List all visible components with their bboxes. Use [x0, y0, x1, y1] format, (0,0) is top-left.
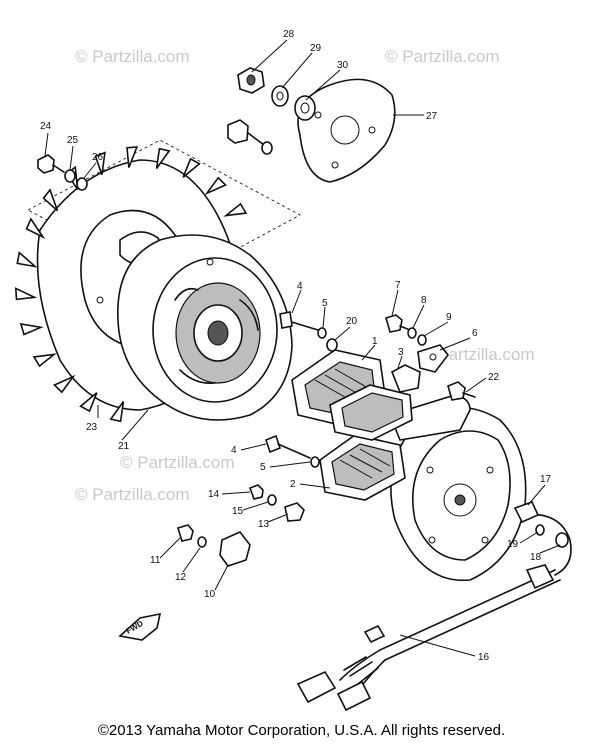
breaker-arm-part-6	[417, 344, 450, 373]
callout-2: 2	[290, 479, 296, 490]
screw-part-4-upper	[279, 311, 319, 331]
screw-part-19	[535, 524, 545, 536]
forward-direction-arrow: FWD	[118, 612, 162, 641]
callout-16: 16	[478, 652, 490, 663]
fan-fin	[42, 188, 59, 212]
callout-7: 7	[395, 280, 401, 291]
screw-part-14	[248, 484, 264, 500]
copyright-notice: ©2013 Yamaha Motor Corporation, U.S.A. A…	[97, 722, 506, 739]
callout-11: 11	[150, 555, 161, 566]
callout-9: 9	[446, 312, 452, 323]
washer-part-26	[76, 177, 88, 191]
callout-28: 28	[283, 29, 295, 40]
callout-30: 30	[337, 60, 349, 71]
fan-fin	[204, 176, 228, 196]
condenser-part-10	[219, 531, 251, 567]
callout-29: 29	[310, 43, 322, 54]
watermark-center: © Partzilla.com	[120, 453, 235, 472]
fan-fin	[94, 151, 106, 176]
fan-fin	[109, 401, 125, 423]
callout-20: 20	[346, 316, 358, 327]
callout-13: 13	[258, 519, 270, 530]
fan-fin	[155, 147, 171, 169]
callout-22: 22	[488, 372, 500, 383]
callout-8: 8	[421, 295, 427, 306]
washer-part-9	[417, 334, 427, 346]
washer-part-8	[407, 327, 417, 339]
flywheel-rotor-part-21	[117, 234, 293, 421]
callout-6: 6	[472, 328, 478, 339]
clip-part-17	[513, 501, 540, 524]
callout-5-lower: 5	[260, 462, 266, 473]
watermark-top-left: © Partzilla.com	[75, 47, 190, 66]
coil-assembly-part-2	[319, 384, 413, 501]
screw-part-24	[37, 154, 65, 174]
screw-part-4-lower	[265, 434, 311, 459]
screw-part-22	[447, 381, 476, 401]
callout-17: 17	[540, 474, 552, 485]
callout-labels: 28 29 30 27 24 25 26 4 5 20 7 8 9 6 1 3 …	[40, 29, 552, 663]
stator-plate	[388, 394, 527, 582]
bolt-near-gasket	[227, 119, 273, 155]
fan-fin	[223, 202, 248, 217]
watermark-bottom-left: © Partzilla.com	[75, 485, 190, 504]
fan-fin	[79, 392, 98, 413]
callout-4-upper: 4	[297, 281, 303, 292]
watermark-top-right: © Partzilla.com	[385, 47, 500, 66]
lock-washer-part-29	[271, 85, 289, 107]
leader-lines	[44, 39, 561, 657]
washer-part-20	[326, 338, 338, 352]
callout-24: 24	[40, 121, 52, 132]
screw-part-7	[385, 314, 411, 333]
callout-1: 1	[372, 336, 378, 347]
callout-19: 19	[507, 539, 519, 550]
callout-15: 15	[232, 506, 244, 517]
fan-fin	[126, 146, 139, 168]
washer-part-12	[197, 536, 207, 548]
nut-part-28	[237, 67, 265, 94]
screw-part-11	[176, 524, 194, 542]
callout-12: 12	[175, 572, 187, 583]
contact-breaker-part-3	[390, 364, 421, 393]
fan-fin	[52, 374, 76, 394]
gasket-plate-part-27	[297, 78, 396, 183]
callout-23: 23	[86, 422, 98, 433]
fan-fin	[32, 353, 57, 368]
callout-3: 3	[398, 347, 404, 358]
callout-14: 14	[208, 489, 220, 500]
callout-4-lower: 4	[231, 445, 237, 456]
clamp-part-13	[284, 502, 305, 522]
washer-part-25	[64, 169, 76, 183]
fan-fin	[25, 217, 46, 240]
fan-fin	[16, 251, 38, 268]
washer-part-30	[294, 95, 316, 121]
callout-5-upper: 5	[322, 298, 328, 309]
callout-27: 27	[426, 111, 438, 122]
callout-10: 10	[204, 589, 216, 600]
callout-21: 21	[118, 441, 130, 452]
grommet-part-18	[555, 532, 569, 548]
fan-fin	[14, 287, 38, 301]
watermark-right: © Partzilla.com	[420, 345, 535, 364]
washer-part-5-lower	[310, 456, 320, 468]
callout-18: 18	[530, 552, 542, 563]
callout-25: 25	[67, 135, 79, 146]
fan-fin	[19, 323, 44, 336]
wire-harness-part-16	[296, 513, 572, 712]
washer-part-15	[267, 494, 277, 506]
washer-part-5-upper	[317, 327, 327, 339]
fan-fin	[182, 157, 201, 178]
callout-26: 26	[92, 152, 104, 163]
